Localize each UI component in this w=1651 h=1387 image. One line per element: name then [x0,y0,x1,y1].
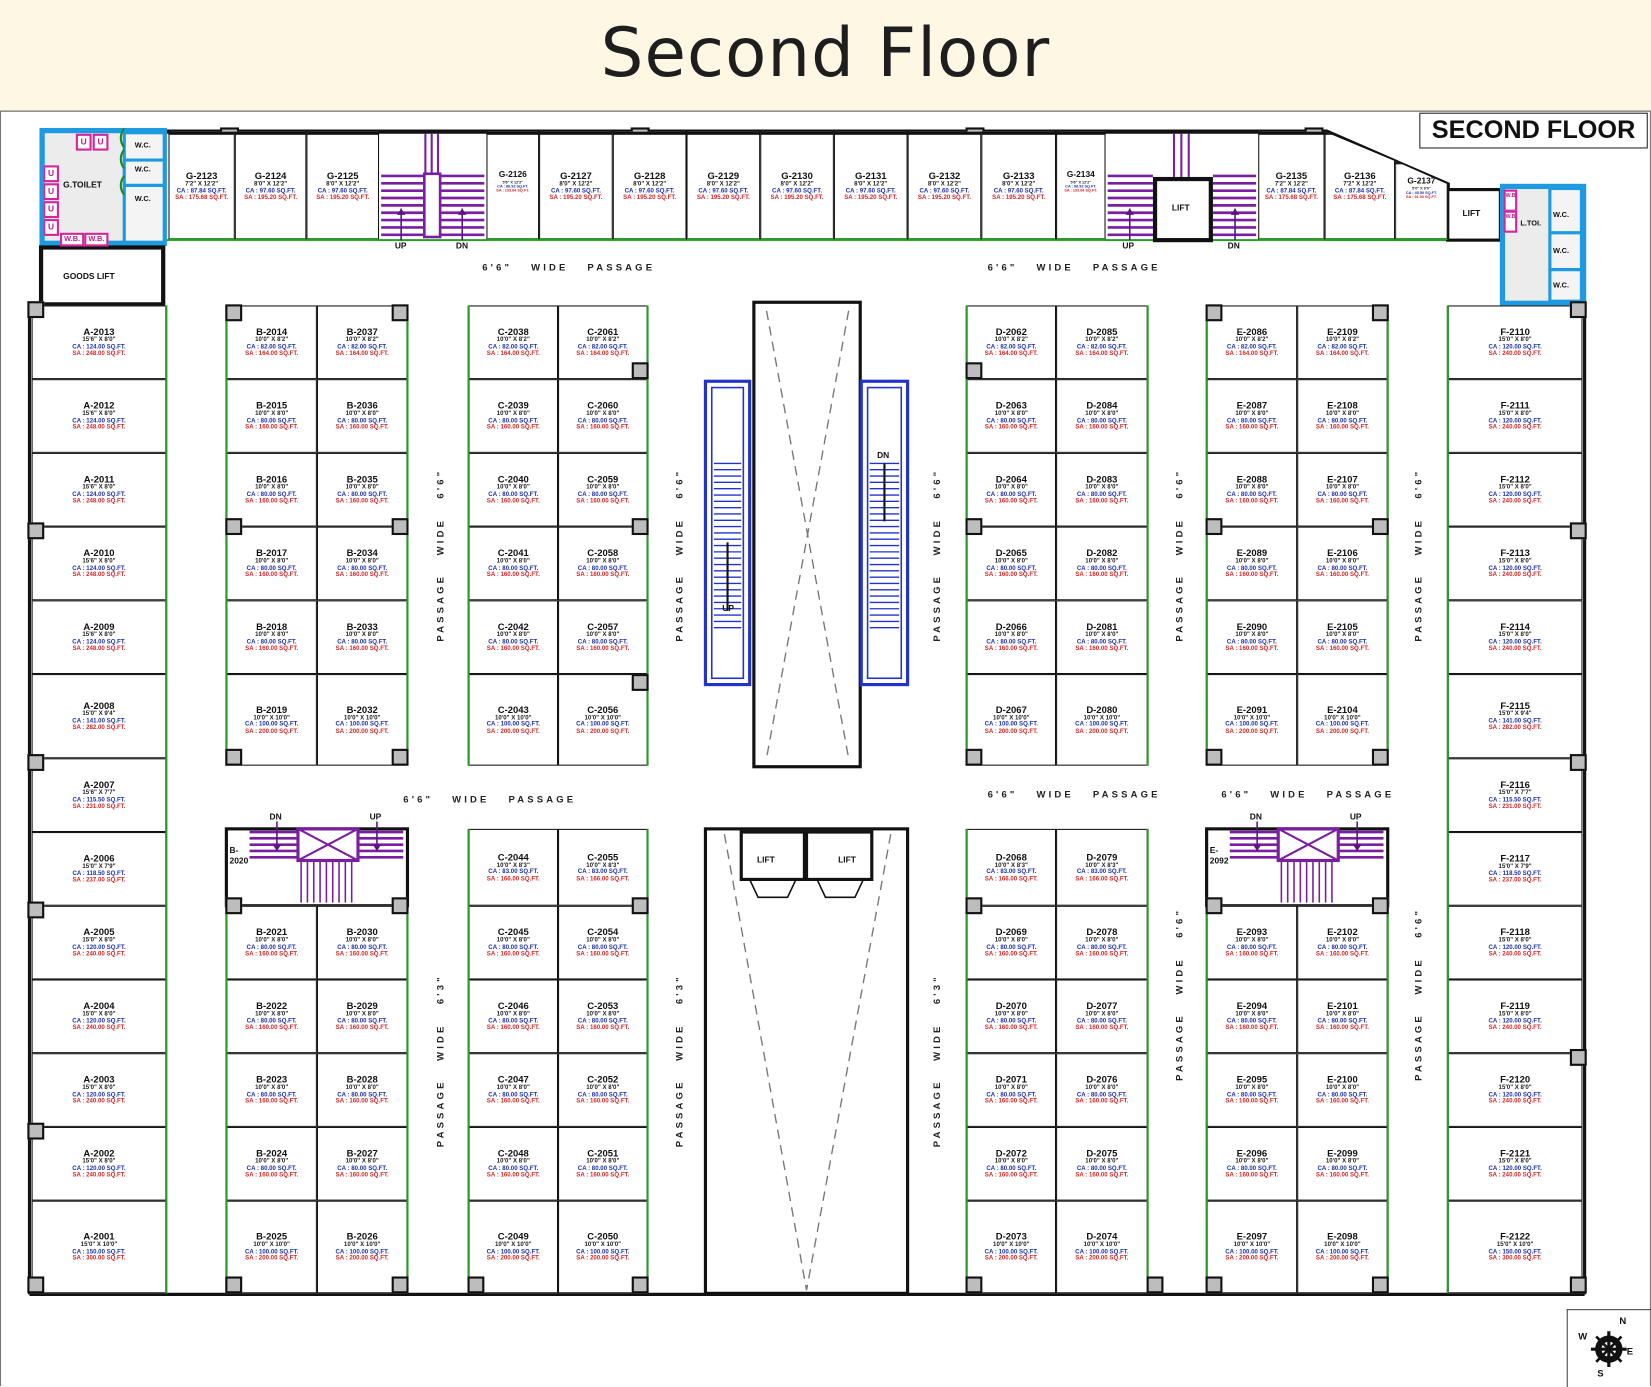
page-title: Second Floor [600,14,1051,93]
floor-tag: SECOND FLOOR [1419,112,1648,149]
compass-south: S [1597,1368,1604,1379]
compass-west: W [1578,1331,1588,1342]
compass: N E S W [1566,1309,1651,1387]
compass-east: E [1626,1345,1634,1357]
floor-plan [0,110,1651,1387]
compass-icon [1590,1331,1627,1368]
compass-north: N [1619,1315,1627,1326]
header-band: Second Floor [0,0,1651,111]
